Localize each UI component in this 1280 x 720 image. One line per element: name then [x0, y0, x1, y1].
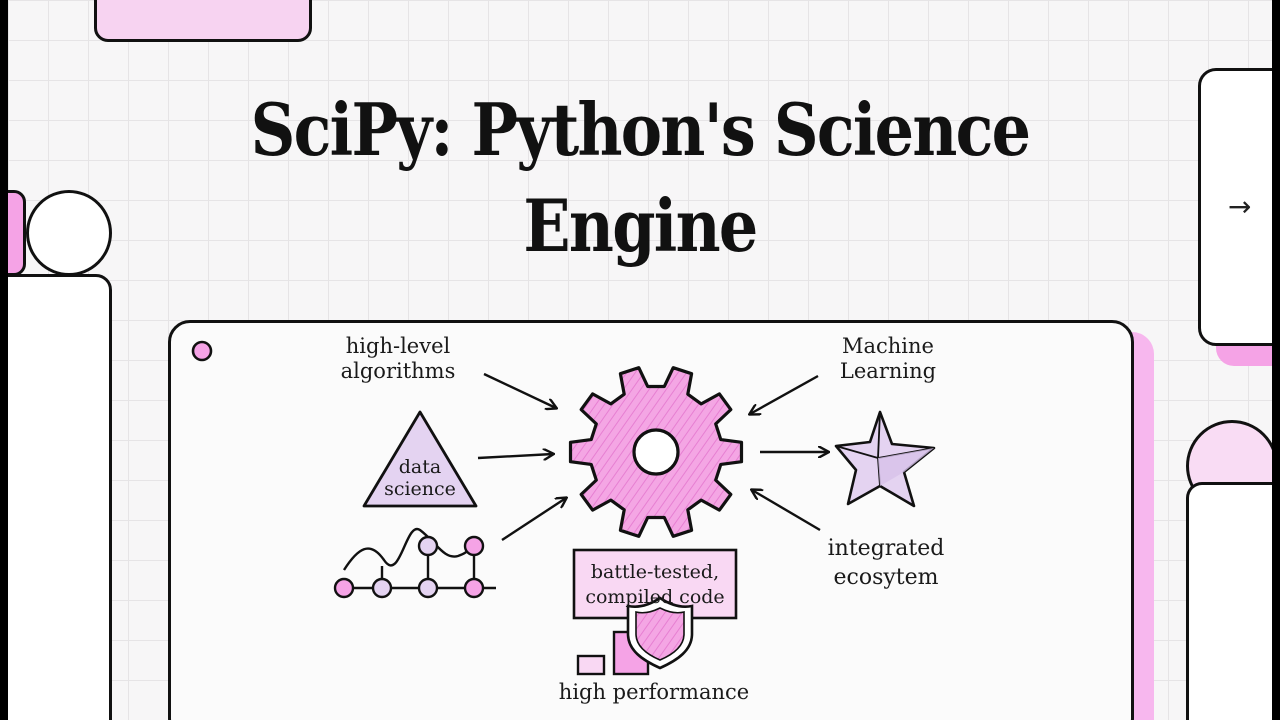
slide-title: SciPy: Python's Science Engine: [96, 82, 1183, 274]
card-dot: [191, 340, 213, 362]
arrow-data-science: [477, 454, 553, 458]
diagram-art: [191, 340, 936, 676]
network-icon: [333, 527, 496, 599]
right-deco-bottom-panel: [1186, 482, 1272, 720]
label-machine-learning: Machine Learning: [839, 334, 937, 383]
star-icon: [834, 410, 936, 508]
arrow-network: [501, 498, 566, 542]
right-deco-panel: [1198, 68, 1272, 346]
label-data-science: data science: [384, 456, 456, 500]
left-deco-panel: [8, 274, 112, 720]
arrow-machine-learning: [750, 374, 819, 414]
arrow-ecosystem: [752, 490, 821, 532]
label-high-level-algorithms: high-level algorithms: [340, 334, 456, 383]
gear-hole: [632, 428, 680, 476]
shield-icon: [626, 596, 694, 670]
next-arrow-icon[interactable]: →: [1228, 190, 1252, 223]
perf-bar-small: [576, 654, 606, 676]
label-high-performance: high performance: [558, 680, 750, 704]
triangle-icon: [362, 410, 478, 508]
gear-icon: [568, 366, 744, 538]
title-line-2: Engine: [523, 183, 758, 268]
label-battle-tested: battle-tested, compiled code: [585, 561, 725, 608]
label-integrated-ecosystem: integrated ecosytem: [827, 536, 945, 590]
arrow-algorithms: [483, 372, 556, 408]
left-deco-circle: [26, 190, 112, 276]
title-line-1: SciPy: Python's Science: [250, 87, 1031, 172]
slide-canvas: → SciPy: Python's Science Engine: [8, 0, 1272, 720]
top-deco-card: [94, 0, 312, 42]
